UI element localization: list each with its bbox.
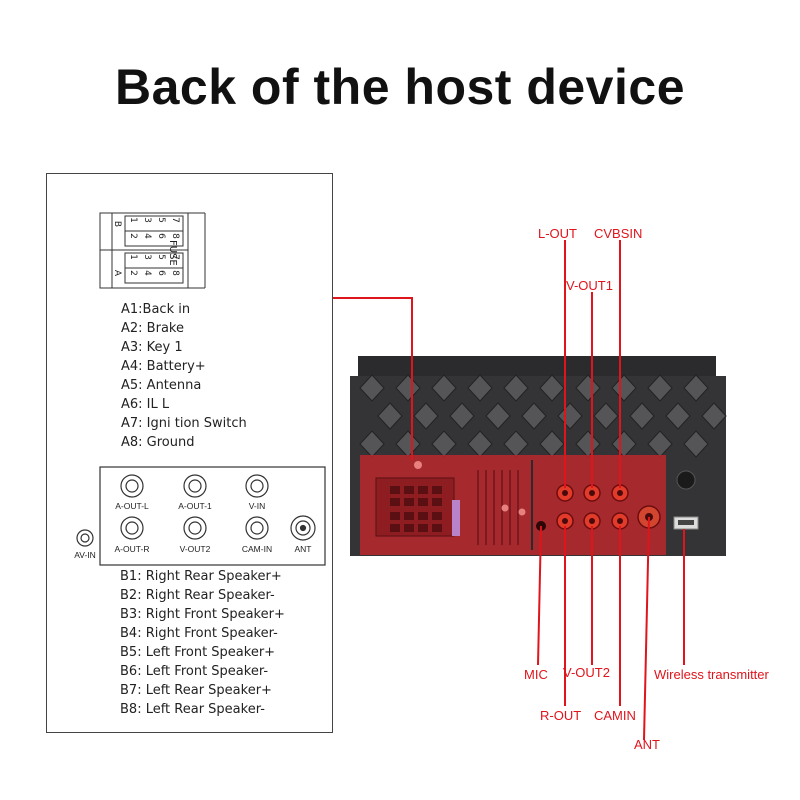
- b-pin-item: B1: Right Rear Speaker+: [120, 569, 282, 584]
- jack-label-a-out-1: A-OUT-1: [178, 501, 212, 511]
- heatsink-diamond: [359, 374, 385, 402]
- jack-panel-box: [99, 466, 326, 566]
- pin-label: 2: [127, 270, 138, 276]
- jack-ant: [290, 515, 316, 541]
- jack-label-cam-in: CAM-IN: [241, 544, 273, 554]
- jack-a-out-r: [120, 516, 144, 540]
- a-pin-item: A6: IL L: [121, 397, 170, 412]
- connector-block-a-letter: A: [112, 269, 123, 277]
- pin-label: 3: [141, 217, 152, 223]
- jack-av-in: [76, 529, 94, 547]
- heatsink-diamond: [611, 374, 637, 402]
- page-title: Back of the host device: [115, 59, 685, 115]
- device-rca-sockets: [536, 484, 661, 531]
- device-led-dots: [414, 461, 526, 516]
- heatsink-pattern: [359, 374, 727, 458]
- heatsink-diamond: [575, 374, 601, 402]
- callout-ant: ANT: [634, 737, 660, 752]
- jack-label-ant: ANT: [294, 544, 312, 554]
- pin-label: 8: [169, 270, 180, 276]
- pin-label: 2: [127, 233, 138, 239]
- pin-label: 7: [169, 217, 180, 223]
- pin-label: 7: [169, 254, 180, 260]
- heatsink-diamond: [665, 402, 691, 430]
- pin-label: 5: [155, 217, 166, 223]
- a-pin-item: A8: Ground: [121, 435, 195, 450]
- b-pin-item: B2: Right Rear Speaker-: [120, 588, 275, 603]
- connector-block-b-letter: B: [112, 220, 123, 228]
- b-pin-item: B5: Left Front Speaker+: [120, 645, 276, 660]
- pin-label: 1: [127, 217, 138, 223]
- callout-v-out2: V-OUT2: [563, 665, 610, 680]
- a-pin-item: A2: Brake: [121, 321, 184, 336]
- pin-label: 6: [155, 270, 166, 276]
- heatsink-diamond: [701, 402, 727, 430]
- b-pin-item: B7: Left Rear Speaker+: [120, 683, 272, 698]
- heatsink-diamond: [629, 402, 655, 430]
- a-pin-item: A5: Antenna: [121, 378, 202, 393]
- b-pin-item: B8: Left Rear Speaker-: [120, 702, 265, 717]
- b-pin-item: B6: Left Front Speaker-: [120, 664, 269, 679]
- callout-cvbsin: CVBSIN: [594, 226, 643, 241]
- callout-lines: [333, 240, 685, 741]
- fuse-label: FUSE: [167, 240, 178, 266]
- pin-label: 4: [141, 270, 152, 276]
- heatsink-diamond: [485, 402, 511, 430]
- pin-label: 1: [127, 254, 138, 260]
- heatsink-diamond: [467, 374, 493, 402]
- a-pin-item: A4: Battery+: [121, 359, 206, 374]
- device-iso-socket: [375, 477, 460, 537]
- heatsink-diamond: [449, 402, 475, 430]
- jack-label-v-in: V-IN: [248, 501, 266, 511]
- callout-mic: MIC: [524, 667, 548, 682]
- b-pin-item: B4: Right Front Speaker-: [120, 626, 278, 641]
- callout-l-out: L-OUT: [538, 226, 577, 241]
- heatsink-diamond: [647, 374, 673, 402]
- pin-label: 5: [155, 254, 166, 260]
- b-pin-item: B3: Right Front Speaker+: [120, 607, 285, 622]
- pin-label: 6: [155, 233, 166, 239]
- callout-r-out: R-OUT: [540, 708, 582, 723]
- jack-label-v-out2: V-OUT2: [179, 544, 211, 554]
- pin-label: 8: [169, 233, 180, 239]
- heatsink-diamond: [395, 374, 421, 402]
- a-pin-item: A1:Back in: [121, 302, 191, 317]
- jack-label-a-out-l: A-OUT-L: [115, 501, 149, 511]
- heatsink-diamond: [593, 402, 619, 430]
- wiring-reference-panel: [46, 173, 333, 733]
- heatsink-diamond: [503, 374, 529, 402]
- jack-v-in: [245, 474, 269, 498]
- heatsink-diamond: [683, 430, 709, 458]
- jack-label-av-in: AV-IN: [74, 550, 96, 560]
- heatsink-diamond: [413, 402, 439, 430]
- pin-label: 4: [141, 233, 152, 239]
- heatsink-diamond: [431, 374, 457, 402]
- heatsink-diamond: [683, 374, 709, 402]
- callout-v-out1: V-OUT1: [566, 278, 613, 293]
- a-pin-item: A7: Igni tion Switch: [121, 416, 247, 431]
- heatsink-diamond: [377, 402, 403, 430]
- callout-camin: CAMIN: [594, 708, 636, 723]
- jack-a-out-1: [183, 474, 207, 498]
- heatsink-diamond: [539, 374, 565, 402]
- heatsink-diamond: [521, 402, 547, 430]
- jack-v-out2: [183, 516, 207, 540]
- callout-wireless-transmitter: Wireless transmitter: [654, 667, 769, 682]
- a-pin-item: A3: Key 1: [121, 340, 183, 355]
- device-side-ports: [673, 470, 699, 530]
- jack-label-a-out-r: A-OUT-R: [114, 544, 150, 554]
- pin-label: 3: [141, 254, 152, 260]
- iso-connector-drawing: [99, 212, 206, 289]
- jack-cam-in: [245, 516, 269, 540]
- jack-a-out-l: [120, 474, 144, 498]
